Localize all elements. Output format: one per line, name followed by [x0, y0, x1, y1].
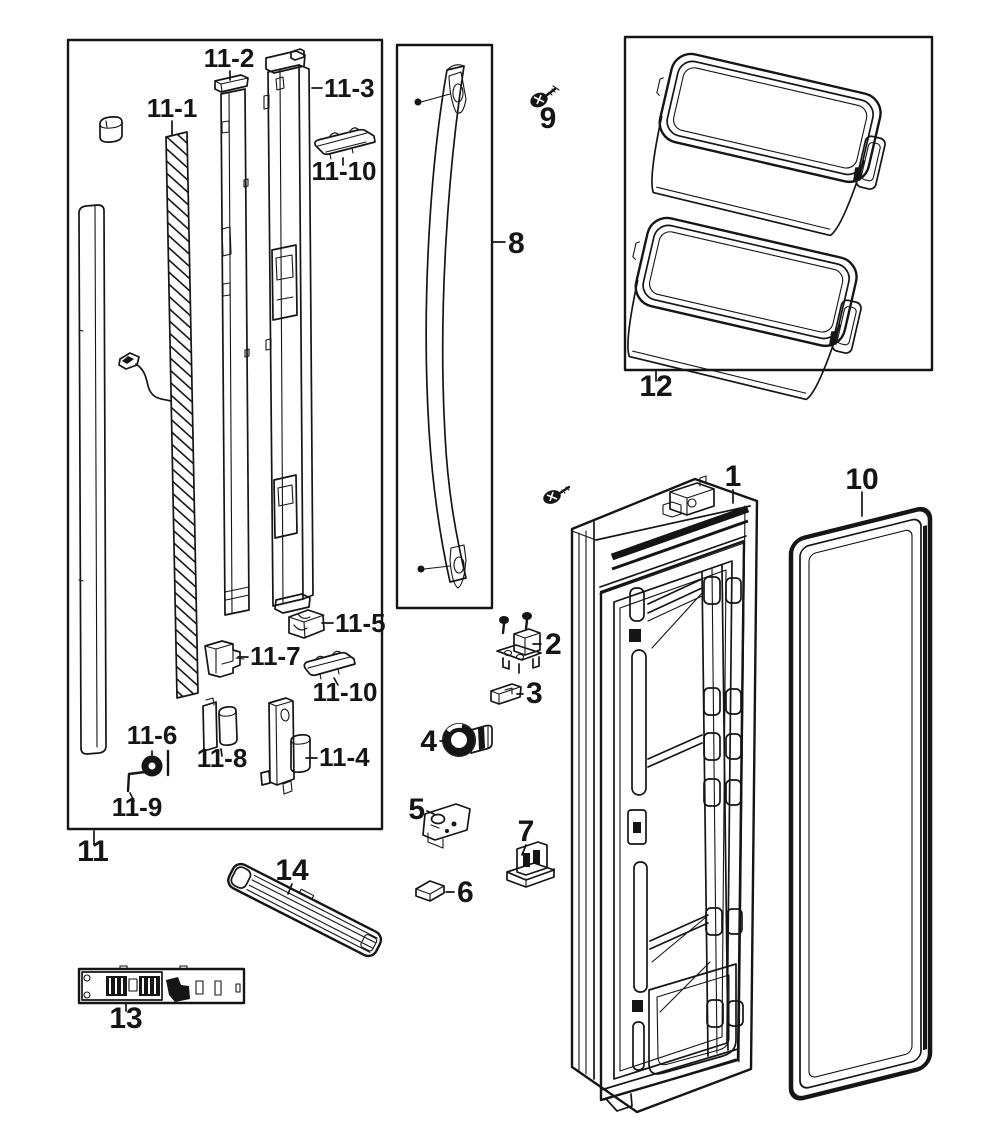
- part-9-screw: [530, 85, 560, 108]
- part-7-stopper-bracket: [506, 841, 555, 888]
- callout-12: 12: [639, 370, 672, 403]
- part-end-cap: [99, 116, 123, 143]
- callout-11: 11: [77, 835, 109, 868]
- part-13-pcb: [77, 965, 246, 1012]
- callout-11-5: 11-5: [335, 608, 386, 638]
- callout-labels: 1 2 3 4 5 6 7 8 9 10 11 12 13 14 11-1 11…: [77, 43, 879, 1035]
- callout-11-6: 11-6: [127, 720, 178, 750]
- part-group-11-left-trim-assembly: [66, 38, 384, 846]
- callout-11-4: 11-4: [319, 742, 370, 772]
- callout-8: 8: [508, 227, 525, 260]
- callout-10: 10: [845, 463, 878, 496]
- callout-7: 7: [518, 815, 535, 848]
- callout-11-10-lower: 11-10: [312, 677, 377, 707]
- callout-1: 1: [725, 460, 742, 493]
- callout-3: 3: [526, 677, 543, 710]
- door-bin-upper: [633, 46, 897, 245]
- part-11-9-spring: [126, 749, 170, 802]
- callout-11-8: 11-8: [197, 743, 248, 773]
- group-12-border: [623, 35, 934, 372]
- callout-4: 4: [420, 725, 437, 758]
- leader-11-8: [220, 748, 223, 757]
- part-11-6-damper: [141, 750, 163, 777]
- part-10-door-gasket: [788, 491, 933, 1101]
- part-11-2-cover-panel: [214, 70, 250, 616]
- callout-6: 6: [457, 876, 474, 909]
- group-8-border: [395, 43, 494, 610]
- leader-7: [521, 844, 527, 856]
- part-5-plate: [422, 803, 471, 849]
- part-11-10-upper-trim: [314, 127, 376, 166]
- part-4-tube-clamp: [439, 722, 493, 758]
- part-side-trim-bar: [78, 204, 107, 755]
- callout-5: 5: [408, 793, 425, 826]
- part-11-4-hinge-support: [260, 697, 318, 795]
- part-11-8-pin-holder: [202, 697, 238, 757]
- part-group-12-door-bins: [609, 35, 934, 409]
- part-3-clip: [490, 683, 524, 705]
- callout-13: 13: [109, 1002, 142, 1035]
- part-11-10-lower-trim: [303, 650, 356, 686]
- leader-handle-screw-top: [420, 93, 451, 103]
- callout-11-1: 11-1: [147, 93, 198, 123]
- part-door-screw: [543, 485, 571, 504]
- part-6-cap: [415, 880, 455, 902]
- leader-14: [287, 883, 293, 895]
- group-11-border: [66, 38, 384, 831]
- callout-2: 2: [545, 628, 562, 661]
- leader-11-9: [129, 792, 135, 802]
- callout-11-3: 11-3: [324, 73, 375, 103]
- part-11-1-vent-strip: [165, 120, 199, 699]
- part-14-grille-trim: [227, 862, 383, 958]
- callout-11-2: 11-2: [204, 43, 255, 73]
- callout-14: 14: [275, 854, 309, 887]
- leader-5: [426, 810, 435, 815]
- part-11-7-bracket: [204, 640, 249, 678]
- part-1-door: [570, 475, 759, 1114]
- part-11-3-rail: [263, 48, 323, 614]
- part-11-5-stopper: [288, 609, 334, 639]
- callout-11-10-upper: 11-10: [311, 156, 376, 186]
- part-wire-connector: [118, 352, 172, 402]
- part-2-hinge-bracket: [496, 612, 542, 674]
- callout-11-9: 11-9: [112, 792, 163, 822]
- leader-handle-screw-bottom: [423, 565, 451, 570]
- part-8-handle-assembly: [395, 43, 506, 610]
- callout-9: 9: [540, 102, 557, 135]
- leader-11-10-lower: [333, 677, 339, 686]
- callout-11-7: 11-7: [250, 641, 301, 671]
